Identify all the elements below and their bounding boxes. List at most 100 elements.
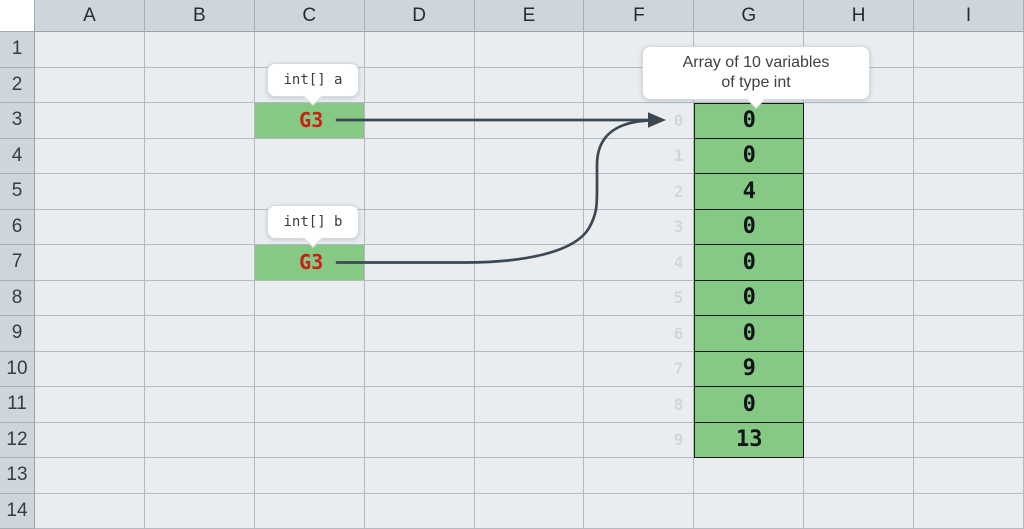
cell-I14[interactable] bbox=[914, 493, 1024, 529]
cell-C13[interactable] bbox=[254, 458, 365, 494]
cell-F6[interactable]: 3 bbox=[584, 209, 695, 245]
cell-H3[interactable] bbox=[804, 103, 915, 139]
row-header-12[interactable]: 12 bbox=[0, 422, 35, 458]
cell-G10[interactable]: 9 bbox=[694, 351, 805, 387]
column-header-B[interactable]: B bbox=[144, 0, 255, 32]
cell-H5[interactable] bbox=[804, 174, 915, 210]
cell-C5[interactable] bbox=[254, 174, 365, 210]
row-header-9[interactable]: 9 bbox=[0, 316, 35, 352]
cell-G8[interactable]: 0 bbox=[694, 280, 805, 316]
cell-E5[interactable] bbox=[474, 174, 585, 210]
cell-B4[interactable] bbox=[144, 138, 255, 174]
cell-B8[interactable] bbox=[144, 280, 255, 316]
cell-A14[interactable] bbox=[35, 493, 145, 529]
cell-F7[interactable]: 4 bbox=[584, 245, 695, 281]
cell-I2[interactable] bbox=[914, 67, 1024, 103]
cell-D9[interactable] bbox=[364, 316, 475, 352]
cell-H14[interactable] bbox=[804, 493, 915, 529]
cell-C9[interactable] bbox=[254, 316, 365, 352]
cell-D3[interactable] bbox=[364, 103, 475, 139]
cell-I11[interactable] bbox=[914, 387, 1024, 423]
cell-H6[interactable] bbox=[804, 209, 915, 245]
row-header-7[interactable]: 7 bbox=[0, 245, 35, 281]
cell-A12[interactable] bbox=[35, 422, 145, 458]
cell-G11[interactable]: 0 bbox=[694, 387, 805, 423]
cell-F9[interactable]: 6 bbox=[584, 316, 695, 352]
cell-F3[interactable]: 0 bbox=[584, 103, 695, 139]
cell-F1[interactable] bbox=[584, 32, 695, 68]
cell-I13[interactable] bbox=[914, 458, 1024, 494]
cell-I7[interactable] bbox=[914, 245, 1024, 281]
cell-C8[interactable] bbox=[254, 280, 365, 316]
row-header-11[interactable]: 11 bbox=[0, 387, 35, 423]
column-header-G[interactable]: G bbox=[694, 0, 805, 32]
cell-F8[interactable]: 5 bbox=[584, 280, 695, 316]
column-header-F[interactable]: F bbox=[584, 0, 695, 32]
column-header-D[interactable]: D bbox=[364, 0, 475, 32]
cell-A11[interactable] bbox=[35, 387, 145, 423]
column-header-I[interactable]: I bbox=[914, 0, 1024, 32]
cell-H4[interactable] bbox=[804, 138, 915, 174]
cell-E10[interactable] bbox=[474, 351, 585, 387]
cell-G5[interactable]: 4 bbox=[694, 174, 805, 210]
cell-I6[interactable] bbox=[914, 209, 1024, 245]
cell-I9[interactable] bbox=[914, 316, 1024, 352]
column-header-H[interactable]: H bbox=[804, 0, 915, 32]
cell-H2[interactable] bbox=[804, 67, 915, 103]
cell-D6[interactable] bbox=[364, 209, 475, 245]
cell-G14[interactable] bbox=[694, 493, 805, 529]
cell-D8[interactable] bbox=[364, 280, 475, 316]
cell-E12[interactable] bbox=[474, 422, 585, 458]
cell-D4[interactable] bbox=[364, 138, 475, 174]
cell-F10[interactable]: 7 bbox=[584, 351, 695, 387]
cell-F2[interactable] bbox=[584, 67, 695, 103]
cell-C4[interactable] bbox=[254, 138, 365, 174]
cell-B14[interactable] bbox=[144, 493, 255, 529]
cell-E8[interactable] bbox=[474, 280, 585, 316]
row-header-13[interactable]: 13 bbox=[0, 458, 35, 494]
cell-G13[interactable] bbox=[694, 458, 805, 494]
cell-D12[interactable] bbox=[364, 422, 475, 458]
cell-A2[interactable] bbox=[35, 67, 145, 103]
cell-G7[interactable]: 0 bbox=[694, 245, 805, 281]
cell-B1[interactable] bbox=[144, 32, 255, 68]
cell-D7[interactable] bbox=[364, 245, 475, 281]
cell-F14[interactable] bbox=[584, 493, 695, 529]
cell-E7[interactable] bbox=[474, 245, 585, 281]
cell-B3[interactable] bbox=[144, 103, 255, 139]
cell-F11[interactable]: 8 bbox=[584, 387, 695, 423]
cell-A13[interactable] bbox=[35, 458, 145, 494]
cell-F13[interactable] bbox=[584, 458, 695, 494]
cell-D11[interactable] bbox=[364, 387, 475, 423]
cell-H8[interactable] bbox=[804, 280, 915, 316]
cell-F12[interactable]: 9 bbox=[584, 422, 695, 458]
cell-E2[interactable] bbox=[474, 67, 585, 103]
row-header-6[interactable]: 6 bbox=[0, 209, 35, 245]
cell-H10[interactable] bbox=[804, 351, 915, 387]
cell-B10[interactable] bbox=[144, 351, 255, 387]
cell-F4[interactable]: 1 bbox=[584, 138, 695, 174]
cell-H1[interactable] bbox=[804, 32, 915, 68]
cell-B12[interactable] bbox=[144, 422, 255, 458]
cell-I10[interactable] bbox=[914, 351, 1024, 387]
cell-G3[interactable]: 0 bbox=[694, 103, 805, 139]
cell-I12[interactable] bbox=[914, 422, 1024, 458]
row-header-5[interactable]: 5 bbox=[0, 174, 35, 210]
cell-B2[interactable] bbox=[144, 67, 255, 103]
cell-E11[interactable] bbox=[474, 387, 585, 423]
cell-G6[interactable]: 0 bbox=[694, 209, 805, 245]
row-header-3[interactable]: 3 bbox=[0, 103, 35, 139]
cell-A4[interactable] bbox=[35, 138, 145, 174]
row-header-8[interactable]: 8 bbox=[0, 280, 35, 316]
row-header-14[interactable]: 14 bbox=[0, 493, 35, 529]
cell-E14[interactable] bbox=[474, 493, 585, 529]
cell-B13[interactable] bbox=[144, 458, 255, 494]
cell-C3[interactable]: G3 bbox=[254, 103, 365, 139]
cell-E9[interactable] bbox=[474, 316, 585, 352]
row-header-4[interactable]: 4 bbox=[0, 138, 35, 174]
cell-G12[interactable]: 13 bbox=[694, 422, 805, 458]
cell-D1[interactable] bbox=[364, 32, 475, 68]
cell-A9[interactable] bbox=[35, 316, 145, 352]
cell-A3[interactable] bbox=[35, 103, 145, 139]
cell-A5[interactable] bbox=[35, 174, 145, 210]
